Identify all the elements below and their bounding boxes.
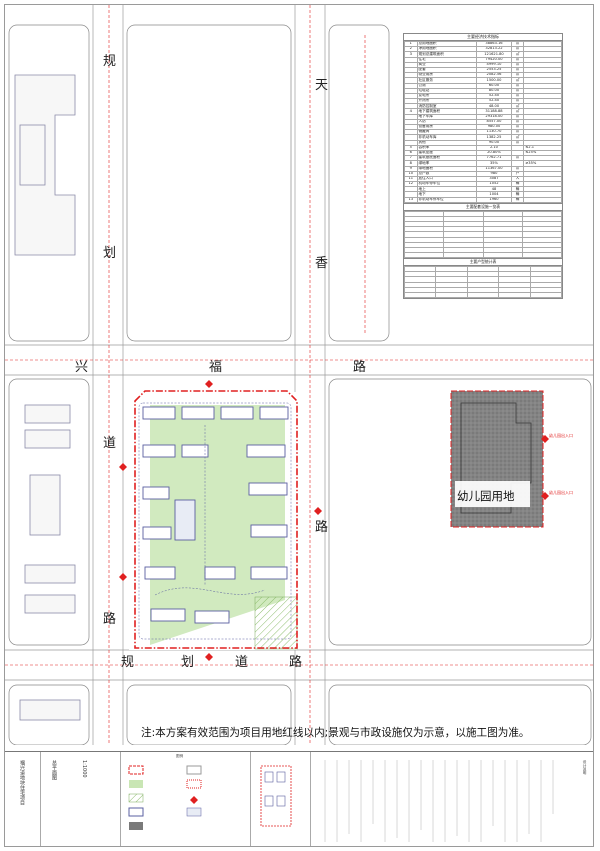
road-label-gui: 规 xyxy=(103,54,117,69)
road-label-hua-bottom: 划 xyxy=(181,655,195,670)
tb-col-project: 福兴道地块住宅项目 xyxy=(5,752,41,846)
legend-swatches xyxy=(128,765,202,830)
scope-note: 注:本方案有效范围为项目用地红线以内;景观与市政设施仅为示意，以施工图为准。 xyxy=(141,727,530,739)
project-site xyxy=(129,390,298,650)
road-label-gui-bottom: 规 xyxy=(121,655,135,670)
road-network xyxy=(5,5,593,745)
road-label-xing: 兴 xyxy=(75,360,89,375)
table-subtitle-facilities: 主要配套设施一览表 xyxy=(404,202,562,211)
red-reference-lines xyxy=(5,5,593,745)
tb-col-legend: 图例 xyxy=(121,752,251,846)
table-cell: 非机动车停车位 xyxy=(416,196,478,203)
road-label-lu-mid: 路 xyxy=(353,360,367,375)
table-cell: 辆 xyxy=(510,196,525,203)
road-label-lu-right: 路 xyxy=(315,520,329,535)
units-table xyxy=(403,266,563,299)
kindergarten-parcel xyxy=(450,390,544,528)
site-thumbnail xyxy=(260,765,292,827)
kindergarten-label: 幼儿园用地 xyxy=(457,489,515,503)
road-label-dao-bottom: 道 xyxy=(235,655,249,670)
internal-paths xyxy=(138,402,292,640)
kindergarten-entrance-label-1: 幼儿园出入口 xyxy=(549,433,573,438)
kindergarten-entrance-label-2: 幼儿园出入口 xyxy=(549,490,573,495)
table-title: 主要经济技术指标 xyxy=(404,34,562,41)
site-plan xyxy=(5,5,593,745)
road-label-lu-bottom: 路 xyxy=(289,655,303,670)
table-cell: 13 xyxy=(404,196,418,203)
entrance-markers xyxy=(119,380,549,661)
facilities-table xyxy=(403,210,563,259)
road-label-hua: 划 xyxy=(103,246,117,261)
drawing-sheet: 规 划 道 路 天 香 路 兴 福 路 规 划 道 路 幼儿园用地 幼儿园出入口… xyxy=(4,4,594,847)
tb-col-drawing: 总平面图 1:1000 xyxy=(41,752,121,846)
table-cell: 1960 xyxy=(476,196,512,203)
notes-text-lines xyxy=(324,760,554,842)
block-outlines xyxy=(8,24,592,745)
neighbour-buildings-left xyxy=(14,74,81,721)
road-label-tian: 天 xyxy=(315,78,329,93)
road-label-lu-left: 路 xyxy=(103,612,117,627)
tb-col-compass xyxy=(251,752,311,846)
road-label-dao: 道 xyxy=(103,436,117,451)
residential-buildings xyxy=(142,406,289,624)
table-cell xyxy=(523,196,562,203)
title-block: 福兴道地块住宅项目 总平面图 1:1000 图例 xyxy=(5,751,593,846)
table-subtitle-units: 主要户型统计表 xyxy=(404,258,562,267)
road-label-fu: 福 xyxy=(209,360,223,375)
tb-col-notes: 设计说明 xyxy=(311,752,593,846)
road-label-xiang: 香 xyxy=(315,256,329,271)
